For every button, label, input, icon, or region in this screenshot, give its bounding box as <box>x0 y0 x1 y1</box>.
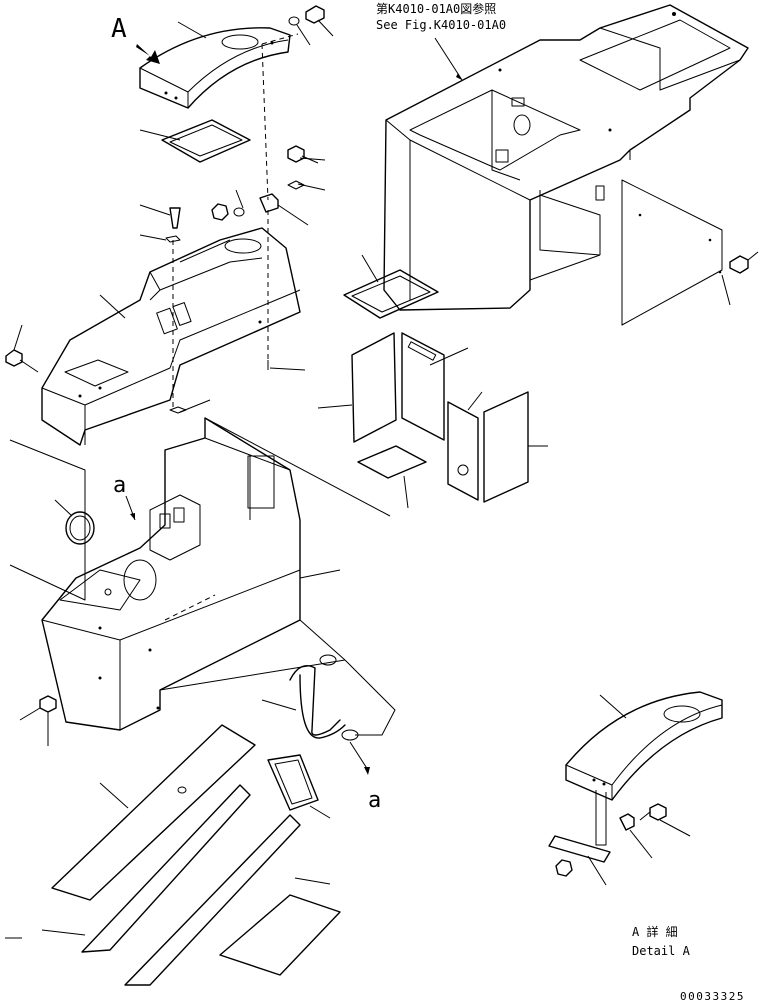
bottom-mat <box>219 894 341 976</box>
top-cover-part <box>139 27 291 109</box>
callout-a-bottom: a <box>368 788 381 813</box>
foam-pad-5 <box>357 445 427 479</box>
console-lower-body <box>41 417 301 731</box>
reference-arrowhead <box>456 73 462 80</box>
console-upper-housing <box>41 227 301 446</box>
bottom-plate-1 <box>51 724 256 901</box>
side-panel-right <box>621 179 723 326</box>
bottom-plate-2 <box>81 784 251 953</box>
foam-pad-3 <box>447 401 479 501</box>
drawing-number: 00033325 <box>680 990 745 1003</box>
reference-note-jp: 第K4010-01A0図参照 <box>376 1 496 16</box>
callout-a-top: a <box>113 473 126 498</box>
foam-pad-2 <box>401 332 445 441</box>
detail-caption-en: Detail A <box>632 944 691 958</box>
cab-frame <box>383 4 749 311</box>
view-a-arrow-icon <box>136 44 160 64</box>
hose-assembly <box>289 654 359 741</box>
bottom-plate-3 <box>124 814 301 986</box>
detail-caption-jp: A 詳 細 <box>632 924 678 939</box>
foam-pad-4 <box>483 391 529 503</box>
reference-note-en: See Fig.K4010-01A0 <box>376 18 506 32</box>
foam-pad-1 <box>351 332 397 443</box>
detail-a-cover <box>565 691 723 801</box>
view-a-label: A <box>111 14 127 44</box>
reference-leader <box>434 37 463 81</box>
